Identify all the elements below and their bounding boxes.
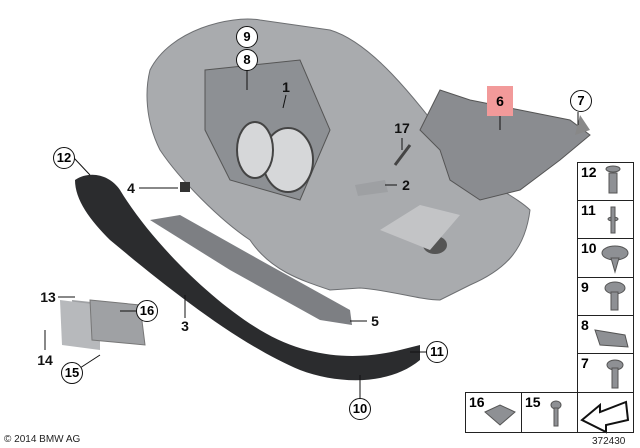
callout-16: 16 [136,300,158,322]
square-nut-icon [484,404,516,426]
callout-17: 17 [394,120,410,136]
callout-14: 14 [37,352,53,368]
item-number: 16 [469,394,485,410]
callout-9: 9 [236,26,258,48]
callout-5: 5 [371,313,379,329]
part-17 [393,144,412,166]
front-spoiler [75,174,420,381]
item-number: 8 [581,317,589,333]
plate-14 [60,300,100,350]
callout-12: 12 [53,147,75,169]
callout-10: 10 [349,398,371,420]
callout-11: 11 [426,341,448,363]
callout-4: 4 [127,180,135,196]
direction-arrow-cell [577,392,634,433]
expanding-rivet-icon [605,165,621,173]
part-2 [355,180,388,196]
item-number: 7 [581,355,589,371]
hardware-item[interactable]: 7 [577,353,634,393]
direction-arrow-icon [580,400,630,434]
hardware-item[interactable]: 9 [577,277,634,316]
callout-2: 2 [402,177,410,193]
item-number: 10 [581,240,597,256]
part-4 [180,182,190,192]
callout-8: 8 [236,49,258,71]
callout-1: 1 [282,79,290,95]
hardware-item[interactable]: 11 [577,200,634,239]
hardware-item[interactable]: 12 [577,162,634,201]
bumper-bracket [419,89,591,201]
item-number: 12 [581,164,597,180]
hardware-item[interactable]: 8 [577,315,634,354]
hardware-item[interactable]: 16 [465,392,522,433]
callout-15: 15 [61,362,83,384]
callout-6-highlighted: 6 [487,86,513,116]
copyright: © 2014 BMW AG [4,434,81,445]
callout-7: 7 [570,90,592,112]
item-number: 15 [525,394,541,410]
hardware-item[interactable]: 15 [521,392,578,433]
diagram-id: 372430 [592,436,626,447]
clip-nut-icon [594,329,629,348]
hardware-item[interactable]: 10 [577,238,634,278]
part-7 [575,115,590,135]
item-number: 11 [581,202,596,218]
callout-3: 3 [181,318,189,334]
item-number: 9 [581,279,589,295]
callout-13: 13 [40,289,56,305]
trim-strip [150,215,352,325]
